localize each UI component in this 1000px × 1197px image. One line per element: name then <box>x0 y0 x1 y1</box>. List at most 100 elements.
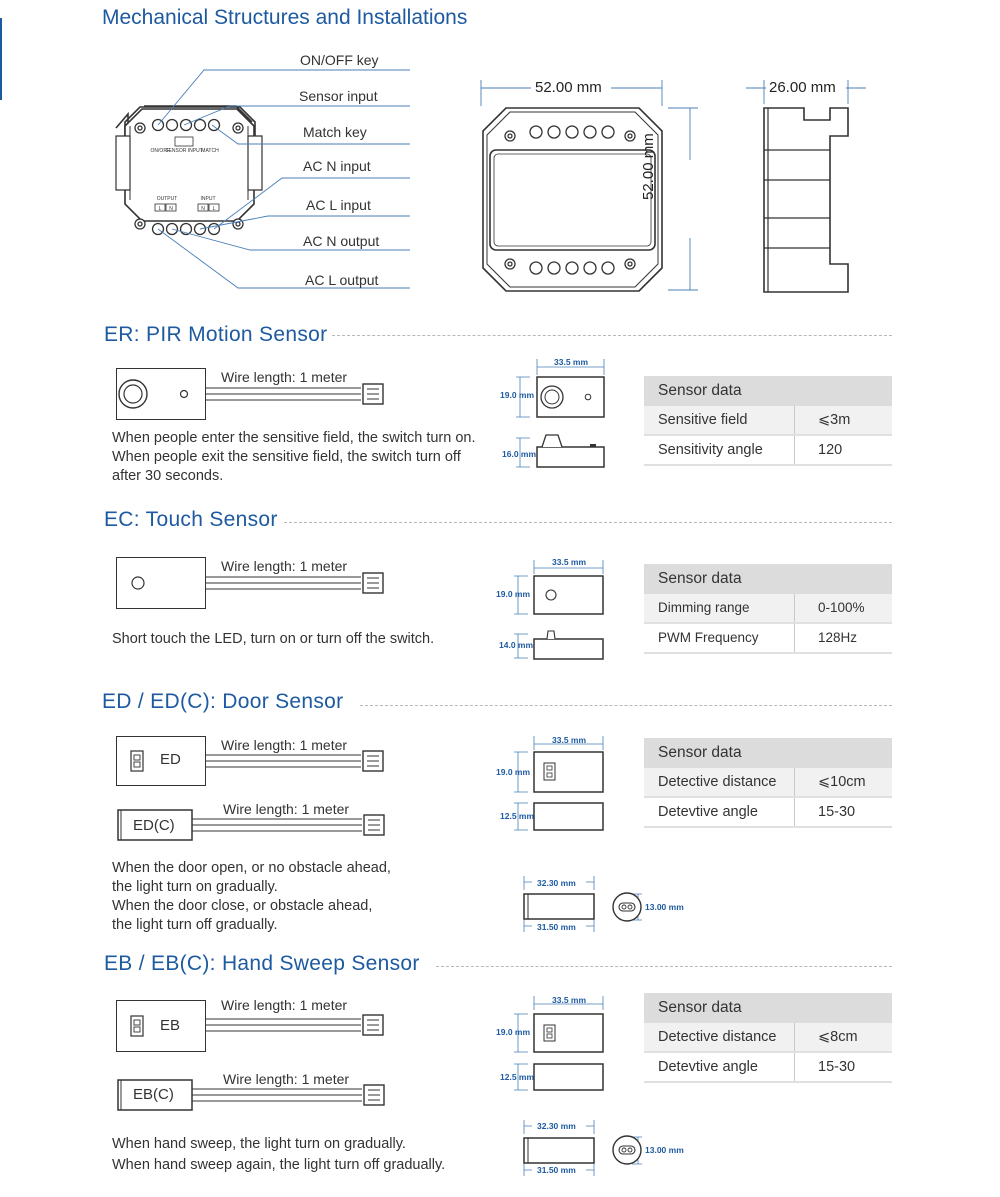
eb-row1-label: Detective distance <box>658 1029 777 1045</box>
er-table-row: Sensitivity angle 120 <box>644 436 892 466</box>
device-label-output: OUTPUT <box>157 196 178 202</box>
ed-row1-value: ⩽10cm <box>818 774 866 790</box>
er-row2-value: 120 <box>818 442 843 458</box>
callout-ac-n-output: AC N output <box>303 233 380 249</box>
er-table-row: Sensitive field ⩽3m <box>644 406 892 436</box>
table-cell-divider <box>794 406 795 434</box>
ed-desc-2: the light turn on gradually. <box>112 879 278 895</box>
callout-ac-n-input: AC N input <box>303 158 371 174</box>
eb-table-row: Detective distance ⩽8cm <box>644 1023 892 1053</box>
section-divider-eb <box>436 966 892 967</box>
callout-match-key: Match key <box>303 124 367 140</box>
ed-row2-value: 15-30 <box>818 804 856 820</box>
ec-table-row: Dimming range 0-100% <box>644 594 892 624</box>
device-label-out-l: L <box>159 206 162 212</box>
er-row2-label: Sensitivity angle <box>658 442 763 458</box>
ed-table-header: Sensor data <box>644 738 892 768</box>
section-divider-ec <box>284 522 892 523</box>
er-sensor-data-table: Sensor data Sensitive field ⩽3m Sensitiv… <box>644 376 892 466</box>
eb-sensor-drawing <box>130 1014 384 1037</box>
device-label-input: INPUT <box>201 196 216 202</box>
ebc-dim-top: 32.30 mm <box>537 1121 576 1131</box>
eb-box-label: EB <box>160 1017 181 1034</box>
ec-dim-height: 19.0 mm <box>496 589 531 599</box>
eb-dim-depth: 12.5 mm <box>500 1072 535 1082</box>
edc-sensor-drawing <box>117 809 385 841</box>
eb-wire-length: Wire length: 1 meter <box>221 997 348 1013</box>
eb-desc-1: When hand sweep, the light turn on gradu… <box>112 1136 406 1152</box>
callout-ac-l-input: AC L input <box>306 197 371 213</box>
ed-box-label: ED <box>160 751 181 768</box>
ec-row1-label: Dimming range <box>658 600 750 615</box>
edc-box-label: ED(C) <box>133 817 175 834</box>
ec-row2-value: 128Hz <box>818 630 858 645</box>
section-divider-er <box>332 335 892 336</box>
ed-dim-width: 33.5 mm <box>552 735 587 745</box>
ebc-dimension-drawing <box>523 1120 642 1176</box>
ec-sensor-body <box>116 557 206 609</box>
table-cell-divider <box>794 1023 795 1051</box>
ed-row2-label: Detevtive angle <box>658 804 758 820</box>
ec-dim-width: 33.5 mm <box>552 557 587 567</box>
device-label-sensor: SENSOR INPUT <box>165 148 203 154</box>
er-desc-1: When people enter the sensitive field, t… <box>112 430 476 446</box>
er-sensor-body <box>116 368 206 420</box>
device-label-out-n: N <box>169 206 173 212</box>
er-dim-height: 19.0 mm <box>500 390 535 400</box>
ebc-dim-diameter: 13.00 mm <box>645 1145 684 1155</box>
eb-row2-value: 15-30 <box>818 1059 856 1075</box>
eb-row2-label: Detevtive angle <box>658 1059 758 1075</box>
ebc-dim-bottom: 31.50 mm <box>537 1165 576 1175</box>
table-cell-divider <box>794 768 795 796</box>
eb-dim-width: 33.5 mm <box>552 995 587 1005</box>
edc-dim-diameter: 13.00 mm <box>645 902 684 912</box>
section-title-ec: EC: Touch Sensor <box>104 508 278 531</box>
ed-dim-height: 19.0 mm <box>496 767 531 777</box>
section-divider-ed <box>360 705 892 706</box>
section-title-eb: EB / EB(C): Hand Sweep Sensor <box>104 952 420 975</box>
controller-dimension-front <box>480 80 698 292</box>
ec-sensor-data-table: Sensor data Dimming range 0-100% PWM Fre… <box>644 564 892 654</box>
ed-sensor-data-table: Sensor data Detective distance ⩽10cm Det… <box>644 738 892 828</box>
table-cell-divider <box>794 1053 795 1081</box>
ec-table-header: Sensor data <box>644 564 892 594</box>
ed-table-row: Detevtive angle 15-30 <box>644 798 892 828</box>
ec-table-row: PWM Frequency 128Hz <box>644 624 892 654</box>
er-dimension-drawing <box>516 359 605 468</box>
controller-side-diagram <box>746 80 866 293</box>
dim-depth-label: 26.00 mm <box>769 79 836 96</box>
page-title: Mechanical Structures and Installations <box>102 6 468 29</box>
section-title-er: ER: PIR Motion Sensor <box>104 323 328 346</box>
dim-width-label: 52.00 mm <box>535 79 602 96</box>
callout-ac-l-output: AC L output <box>305 272 379 288</box>
er-sensor-drawing <box>118 379 384 409</box>
ec-wire-length: Wire length: 1 meter <box>221 558 348 574</box>
ebc-box-label: EB(C) <box>133 1086 174 1103</box>
ed-dimension-drawing <box>514 736 604 831</box>
ec-row2-label: PWM Frequency <box>658 630 759 645</box>
er-row1-label: Sensitive field <box>658 412 748 428</box>
ed-wire-length: Wire length: 1 meter <box>221 737 348 753</box>
controller-front-diagram: ON/OFF SENSOR INPUT MATCH OUTPUT INPUT L… <box>115 69 410 289</box>
eb-table-row: Detevtive angle 15-30 <box>644 1053 892 1083</box>
ed-desc-1: When the door open, or no obstacle ahead… <box>112 860 391 876</box>
edc-dim-top: 32.30 mm <box>537 878 576 888</box>
ed-dim-depth: 12.5 mm <box>500 811 535 821</box>
er-row1-value: ⩽3m <box>818 412 851 428</box>
edc-wire-length: Wire length: 1 meter <box>223 801 350 817</box>
eb-dim-height: 19.0 mm <box>496 1027 531 1037</box>
ebc-wire-length: Wire length: 1 meter <box>223 1071 350 1087</box>
device-label-onoff: ON/OFF <box>151 148 170 154</box>
ec-row1-value: 0-100% <box>818 600 865 615</box>
device-label-in-n: N <box>201 206 205 212</box>
ec-dim-depth: 14.0 mm <box>499 640 534 650</box>
er-table-header: Sensor data <box>644 376 892 406</box>
table-cell-divider <box>794 624 795 652</box>
eb-table-header: Sensor data <box>644 993 892 1023</box>
ed-sensor-drawing <box>130 750 384 772</box>
table-cell-divider <box>794 594 795 622</box>
table-cell-divider <box>794 798 795 826</box>
er-dim-width: 33.5 mm <box>554 357 589 367</box>
er-dim-depth: 16.0 mm <box>502 449 537 459</box>
ec-dimension-drawing <box>514 560 604 660</box>
